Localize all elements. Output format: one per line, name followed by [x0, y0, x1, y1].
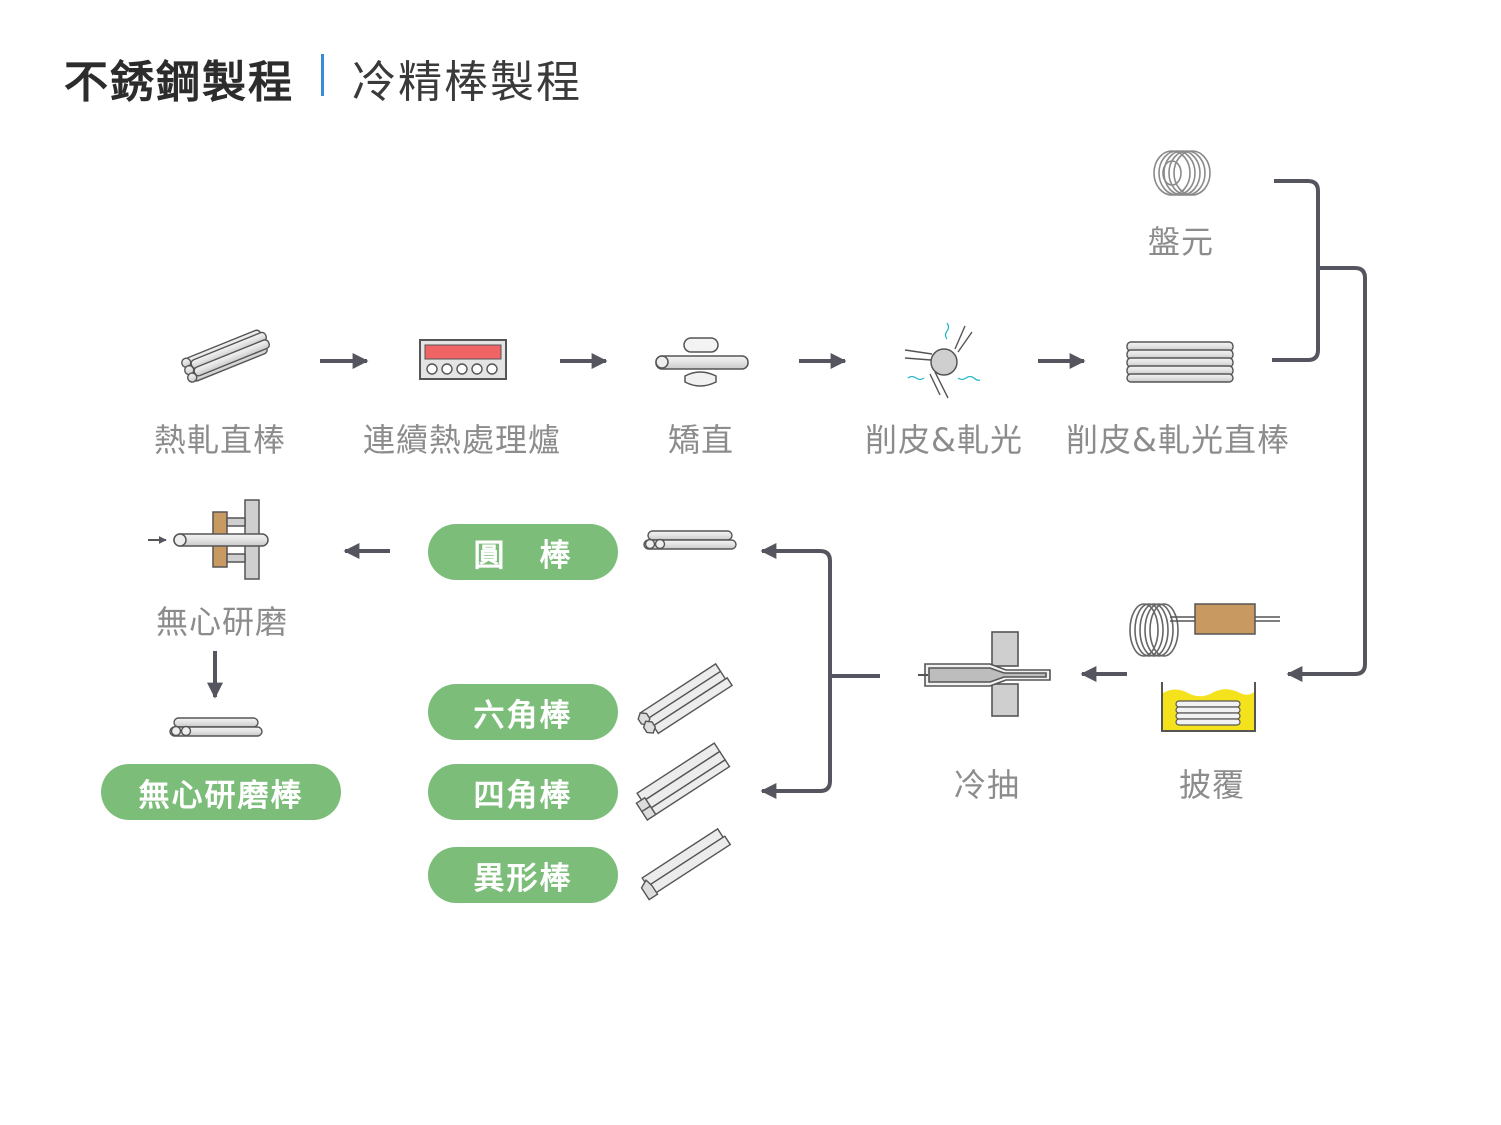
label-centerless-grinding: 無心研磨 [155, 603, 289, 641]
pill-ground-bar: 無心研磨棒 [101, 764, 341, 820]
label-peeled-polished-bar: 削皮&軋光直棒 [1066, 421, 1290, 459]
title-separator [321, 54, 324, 96]
ground-bar-icon [169, 717, 263, 737]
coil-icon [1153, 150, 1211, 196]
pill-square-bar: 四角棒 [428, 764, 618, 820]
pill-profile-bar: 異形棒 [428, 847, 618, 903]
label-straightening: 矯直 [667, 421, 735, 459]
grinder-icon [148, 499, 269, 580]
profile-bar-icon [640, 827, 732, 901]
straight-bar-icon [1126, 341, 1234, 383]
label-coating: 披覆 [1178, 766, 1246, 804]
flow-arrows [207, 179, 1367, 799]
label-coil: 盤元 [1147, 223, 1215, 261]
arrow-to-coating [1286, 266, 1367, 682]
merge-bracket [1272, 179, 1320, 362]
bar-bundle-icon [181, 329, 270, 383]
round-bar-icon [643, 530, 737, 550]
hex-bar-icon [637, 662, 734, 735]
arrow-to-shaped-bars [760, 676, 832, 799]
furnace-icon [419, 339, 507, 380]
label-peeling-polishing: 削皮&軋光 [865, 421, 1023, 459]
label-cold-drawing: 冷抽 [953, 766, 1021, 804]
pill-hex-bar: 六角棒 [428, 684, 618, 740]
label-hot-rolled-bar: 熱軋直棒 [153, 421, 287, 459]
label-heat-treatment: 連續熱處理爐 [362, 421, 562, 459]
page-title: 不銹鋼製程 [64, 57, 294, 108]
page-subtitle: 冷精棒製程 [352, 57, 582, 108]
die-icon [918, 631, 1051, 717]
coating-tank-icon [1129, 603, 1280, 732]
arrow-to-round-bar [760, 543, 832, 676]
square-bar-icon [635, 742, 731, 821]
peeling-icon [904, 322, 981, 399]
straightener-icon [655, 337, 749, 387]
pill-round-bar: 圓 棒 [428, 524, 618, 580]
